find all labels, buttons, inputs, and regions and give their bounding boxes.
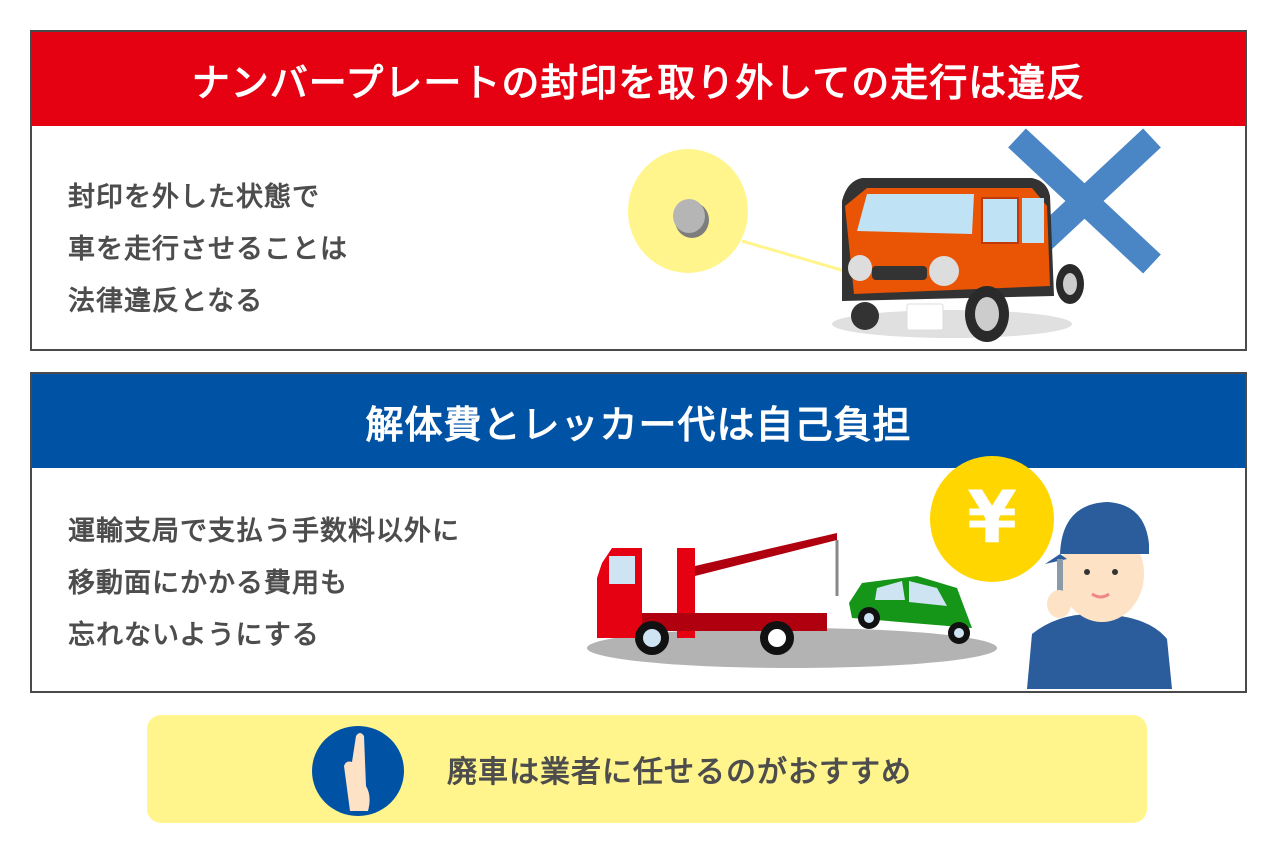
tow-truck-illustration [587, 533, 997, 668]
recommendation-banner: 廃車は業者に任せるのがおすすめ [147, 715, 1147, 823]
description-line: 運輸支局で支払う手数料以外に [68, 516, 460, 547]
section-seal-removal: ナンバープレートの封印を取り外しての走行は違反 封印を外した状態で 車を走行させ… [30, 30, 1247, 351]
section-title: 解体費とレッカー代は自己負担 [32, 374, 1245, 468]
tow-truck-icon [597, 533, 839, 655]
description-line: 法律違反となる [68, 286, 264, 317]
section-disposal-cost: 解体費とレッカー代は自己負担 運輸支局で支払う手数料以外に 移動面にかかる費用も… [30, 372, 1247, 693]
seal-callout-icon [628, 149, 877, 286]
section-title: ナンバープレートの封印を取り外しての走行は違反 [32, 32, 1245, 126]
description-line: 封印を外した状態で [68, 182, 320, 213]
mechanic-illustration: ¥ [930, 456, 1172, 689]
green-car-icon [849, 576, 972, 644]
description-line: 忘れないようにする [68, 620, 320, 651]
banner-text: 廃車は業者に任せるのがおすすめ [447, 755, 912, 790]
pointing-finger-icon [312, 726, 404, 816]
car-seal-illustration [628, 128, 1161, 342]
description-line: 車を走行させることは [68, 234, 348, 265]
description-line: 移動面にかかる費用も [68, 568, 348, 599]
section-body: 運輸支局で支払う手数料以外に 移動面にかかる費用も 忘れないようにする [32, 456, 1245, 691]
svg-text:¥: ¥ [967, 475, 1017, 559]
section-body: 封印を外した状態で 車を走行させることは 法律違反となる [32, 126, 1245, 349]
mechanic-icon [1027, 502, 1172, 689]
section-description: 封印を外した状態で 車を走行させることは 法律違反となる [68, 172, 348, 328]
section-description: 運輸支局で支払う手数料以外に 移動面にかかる費用も 忘れないようにする [68, 506, 460, 662]
orange-car-icon [832, 178, 1084, 342]
yen-coin-icon: ¥ [930, 456, 1054, 582]
